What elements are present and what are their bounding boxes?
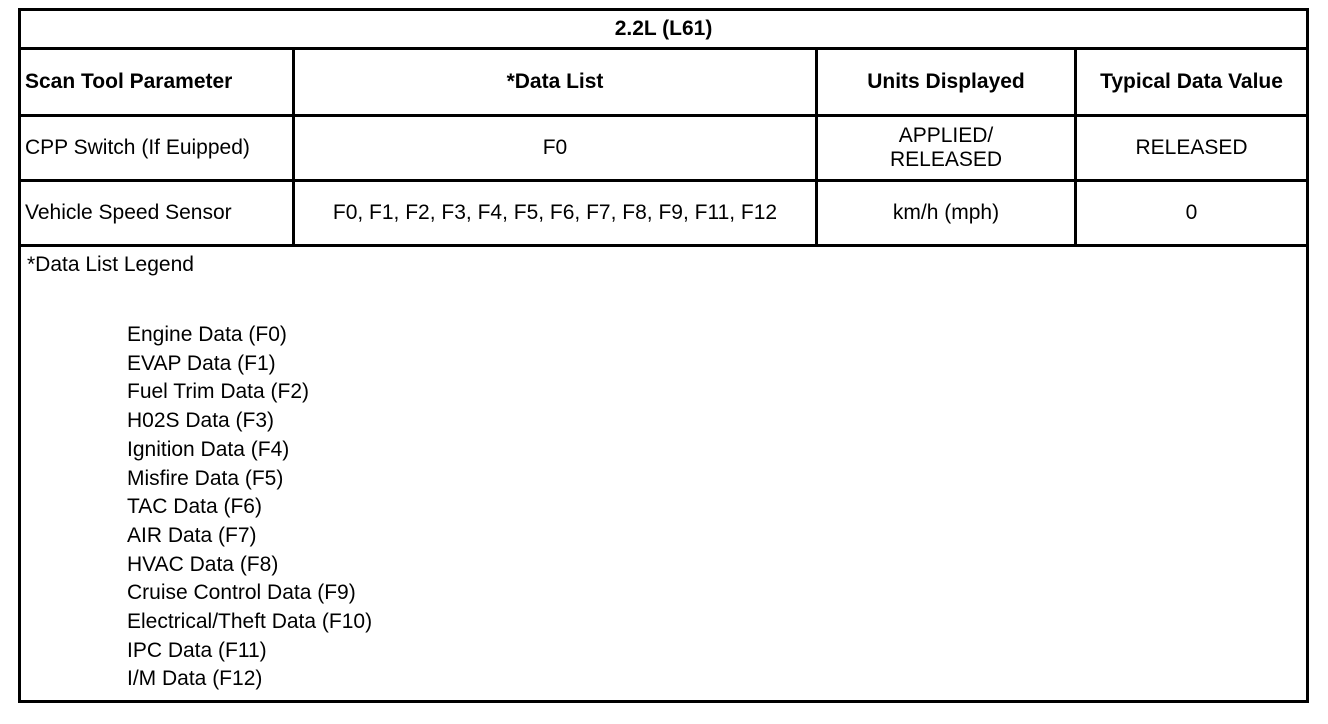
legend-item: TAC Data (F6) [127,495,262,519]
legend-item: IPC Data (F11) [127,638,267,662]
column-header-units-displayed: Units Displayed [815,47,1077,117]
cell-typical-value: 0 [1073,179,1310,247]
legend-row: *Data List Legend Engine Data (F0) EVAP … [17,244,1310,703]
cell-units: APPLIED/ RELEASED [815,114,1077,182]
column-header-scan-tool-parameter: Scan Tool Parameter [18,47,295,117]
column-header-data-list: *Data List [292,47,818,117]
table-row: Vehicle Speed Sensor F0, F1, F2, F3, F4,… [18,179,1310,247]
cell-data-list: F0, F1, F2, F3, F4, F5, F6, F7, F8, F9, … [292,179,818,247]
table-row: CPP Switch (If Euipped) F0 APPLIED/ RELE… [18,114,1310,182]
table-title: 2.2L (L61) [17,8,1310,50]
cell-parameter: CPP Switch (If Euipped) [18,114,295,182]
column-header-typical-data-value: Typical Data Value [1073,47,1310,117]
cell-parameter: Vehicle Speed Sensor [18,179,295,247]
legend-item: Misfire Data (F5) [127,466,284,490]
legend-item: Ignition Data (F4) [127,437,290,461]
legend-item: Electrical/Theft Data (F10) [127,610,373,634]
cell-data-list: F0 [292,114,818,182]
legend-title: *Data List Legend [27,253,194,276]
table-title-row: 2.2L (L61) [17,8,1310,50]
legend-item: Cruise Control Data (F9) [127,581,356,605]
cell-typical-value: RELEASED [1073,114,1310,182]
legend-item: H02S Data (F3) [127,409,275,433]
legend-item: AIR Data (F7) [127,523,257,547]
legend-item: EVAP Data (F1) [127,351,276,375]
cell-units: km/h (mph) [815,179,1077,247]
legend-item: Engine Data (F0) [127,323,287,346]
scan-tool-data-table: 2.2L (L61) Scan Tool Parameter *Data Lis… [17,8,1310,703]
legend-item: HVAC Data (F8) [127,552,279,576]
table-header-row: Scan Tool Parameter *Data List Units Dis… [18,47,1310,117]
legend-item: Fuel Trim Data (F2) [127,380,310,404]
legend-item: I/M Data (F12) [127,667,263,691]
legend-list: Engine Data (F0) EVAP Data (F1) Fuel Tri… [27,321,1300,694]
legend-cell: *Data List Legend Engine Data (F0) EVAP … [17,244,1310,703]
